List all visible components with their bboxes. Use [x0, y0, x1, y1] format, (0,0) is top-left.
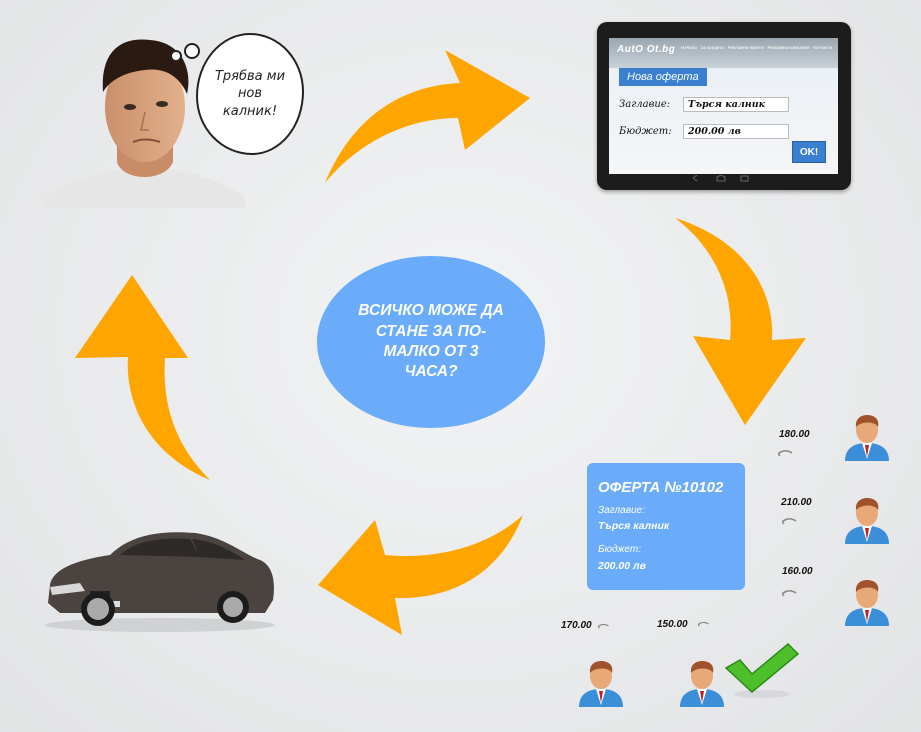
thought-dot-large — [184, 43, 200, 59]
bid-price-5: 150.00 — [657, 619, 688, 630]
budget-field[interactable]: 200.00 лв — [683, 124, 789, 139]
tablet: AutO Ot.bg Начало · За кредита · Рекламн… — [597, 22, 851, 190]
thought-bubble: Трябва ми нов калник! — [196, 33, 304, 155]
raise-hand-icon-2 — [782, 518, 797, 525]
checkmark-icon — [724, 642, 800, 698]
center-text: ВСИЧКО МОЖЕ ДА СТАНЕ ЗА ПО-МАЛКО ОТ 3 ЧА… — [358, 302, 504, 381]
title-label: Заглавие: — [619, 99, 671, 110]
offer-title: ОФЕРТА №10102 — [598, 479, 724, 496]
offer-card: ОФЕРТА №10102 Заглавие: Търся калник Бюд… — [587, 463, 745, 590]
title-field[interactable]: Търся калник — [683, 97, 789, 112]
thinking-man-image — [45, 39, 245, 208]
site-menu[interactable]: Начало · За кредита · Рекламни пакети · … — [681, 45, 832, 50]
budget-label: Бюджет: — [619, 126, 672, 137]
bid-price-2: 210.00 — [781, 497, 812, 508]
bidder-4-avatar — [579, 661, 623, 707]
bidder-1-avatar — [845, 415, 889, 461]
raise-hand-icon-1 — [778, 450, 793, 457]
site-logo: AutO Ot.bg — [617, 44, 676, 55]
offer-budget-value: 200.00 лв — [598, 560, 646, 572]
bid-price-1: 180.00 — [779, 429, 810, 440]
bidder-5-avatar — [680, 661, 724, 707]
new-offer-button[interactable]: Нова оферта — [619, 68, 707, 86]
offer-budget-label: Бюджет: — [598, 544, 641, 555]
offer-title-value: Търся калник — [598, 520, 670, 532]
car-image — [45, 532, 275, 632]
center-question: ВСИЧКО МОЖЕ ДА СТАНЕ ЗА ПО-МАЛКО ОТ 3 ЧА… — [317, 256, 545, 428]
site-header: AutO Ot.bg Начало · За кредита · Рекламн… — [609, 38, 838, 68]
raise-hand-icon-5 — [698, 621, 710, 627]
offer-title-label: Заглавие: — [598, 505, 645, 516]
thought-dot-small — [170, 50, 182, 62]
bidder-3-avatar — [845, 580, 889, 626]
raise-hand-icon-3 — [782, 590, 797, 597]
arrow-left — [75, 275, 210, 480]
arrow-top — [325, 50, 530, 183]
arrow-bottom — [318, 515, 523, 635]
ok-button[interactable]: OK! — [792, 141, 826, 163]
thought-text: Трябва ми нов калник! — [214, 68, 286, 119]
tablet-screen: AutO Ot.bg Начало · За кредита · Рекламн… — [609, 38, 838, 174]
raise-hand-icon-4 — [598, 623, 610, 629]
arrow-right — [675, 218, 806, 425]
tablet-nav-icons — [693, 175, 749, 182]
bid-price-4: 170.00 — [561, 620, 592, 631]
bidder-2-avatar — [845, 498, 889, 544]
bid-price-3: 160.00 — [782, 566, 813, 577]
